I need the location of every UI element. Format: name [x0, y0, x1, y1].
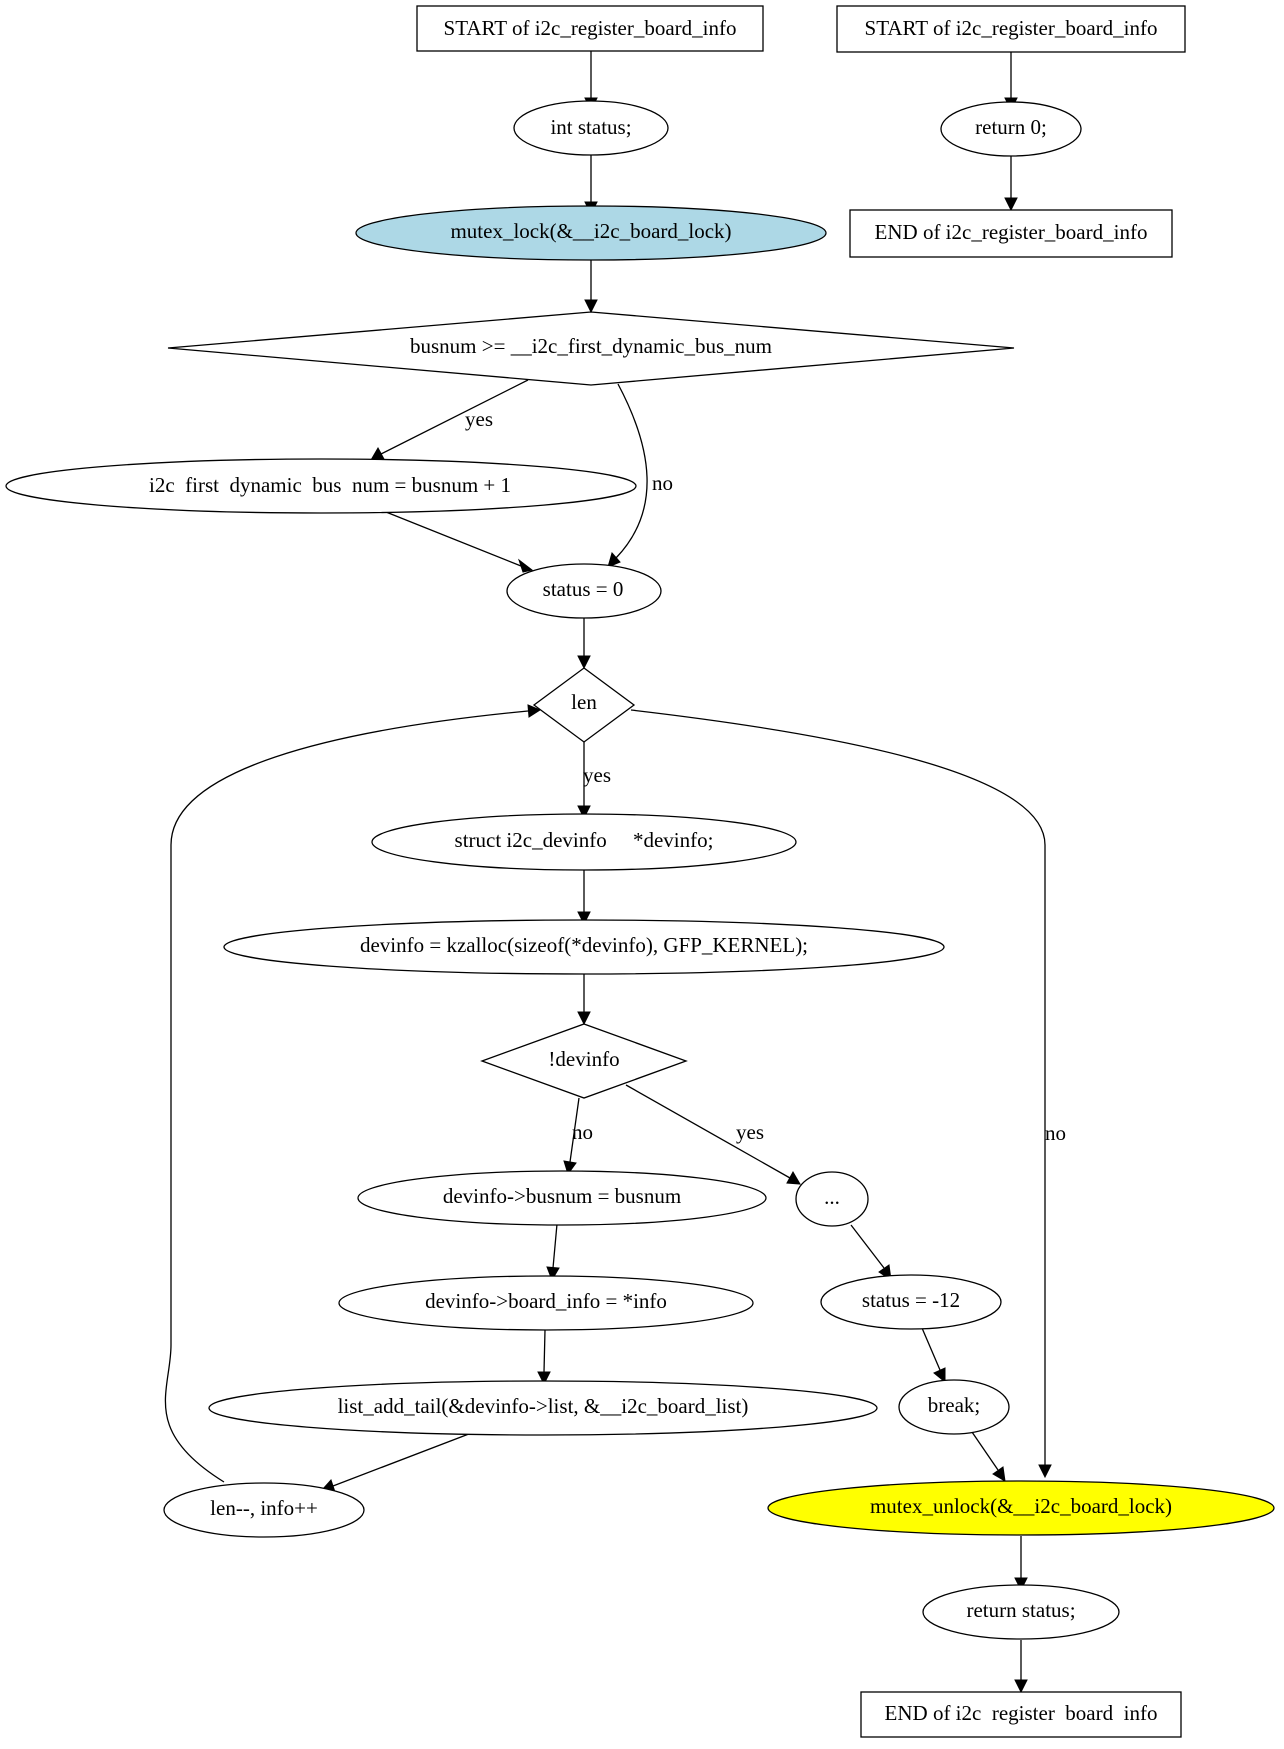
arrowhead: [1014, 1577, 1028, 1592]
edge-first-dyn-to-status-zero: [385, 511, 522, 567]
kzalloc-node-label: devinfo = kzalloc(sizeof(*devinfo), GFP_…: [360, 933, 808, 957]
edge-len-dec-loop-back: [164, 710, 529, 1483]
edge-list-add-to-len-dec: [332, 1431, 475, 1487]
status-zero-node-shape: [506, 563, 662, 619]
edge-label-busnum-no: no: [652, 471, 673, 495]
struct-devinfo-node-shape: [371, 813, 797, 871]
int-status-node-shape: [513, 100, 669, 156]
arrowhead: [1004, 197, 1018, 212]
edge-devinfo-no: [569, 1097, 580, 1163]
first-dynamic-node-shape: [5, 458, 637, 514]
arrowhead: [584, 299, 598, 314]
arrowhead: [577, 911, 591, 926]
end-node-box: [860, 1691, 1182, 1738]
arrowhead: [537, 1371, 551, 1386]
arrowhead: [992, 1466, 1006, 1482]
return-status-node-shape: [922, 1584, 1120, 1640]
mutex-unlock-node-shape: [767, 1480, 1275, 1536]
ellipsis-node-shape: [795, 1171, 869, 1227]
edge-label-len-no: no: [1045, 1121, 1066, 1145]
not-devinfo-label: !devinfo: [548, 1047, 619, 1071]
edge-ellipsis-to-status-neg: [850, 1224, 885, 1269]
edge-label-devinfo-no: no: [572, 1120, 593, 1144]
len-condition-diamond: [532, 667, 636, 743]
arrowhead: [786, 1170, 801, 1185]
arrowhead: [1038, 1464, 1052, 1479]
int-status-node-label: int status;: [550, 115, 631, 139]
list-add-node-shape: [208, 1380, 878, 1436]
len-condition-label: len: [571, 690, 597, 714]
arrowhead: [527, 704, 542, 718]
not-devinfo-diamond: [480, 1023, 688, 1099]
arrowhead: [577, 805, 591, 820]
edge-busnum-no: [615, 383, 648, 559]
status-zero-node-label: status = 0: [543, 577, 624, 601]
arrowhead: [577, 1011, 591, 1026]
end-node-label: END of i2c register board info: [885, 1701, 1158, 1725]
edge-label-len-yes: yes: [583, 763, 611, 787]
mutex-lock-node-label: mutex_lock(&__i2c_board_lock): [450, 219, 731, 243]
stub-end-node-box: [849, 209, 1173, 258]
break-node-label: break;: [928, 1393, 980, 1417]
kzalloc-node-shape: [223, 919, 945, 975]
set-board-info-node-shape: [338, 1275, 754, 1331]
ellipsis-node-label: ...: [824, 1185, 840, 1209]
arrowhead: [577, 655, 591, 670]
len-dec-node-shape: [163, 1482, 365, 1538]
start-node-label: START of i2c_register_board_info: [444, 16, 737, 40]
struct-devinfo-node-label: struct i2c_devinfo *devinfo;: [455, 828, 714, 852]
busnum-condition-diamond: [167, 311, 1015, 386]
edge-len-no: [630, 709, 1046, 1465]
edge-labels: yes no yes no no yes: [465, 407, 1066, 1145]
set-board-info-node-label: devinfo->board_info = *info: [425, 1289, 667, 1313]
stub-return-node-shape: [940, 101, 1082, 157]
edge-status-neg-to-break: [921, 1327, 941, 1371]
first-dynamic-node-label: i2c first dynamic bus num = busnum + 1: [149, 473, 511, 497]
edge-devinfo-yes: [625, 1084, 791, 1179]
status-neg-node-shape: [820, 1274, 1002, 1330]
mutex-unlock-node-label: mutex_unlock(&__i2c_board_lock): [870, 1494, 1172, 1518]
return-status-node-label: return status;: [966, 1598, 1075, 1622]
busnum-condition-label: busnum >= __i2c_first_dynamic_bus_num: [410, 334, 772, 358]
arrowhead: [933, 1367, 946, 1384]
start-node-box: [416, 5, 764, 52]
arrowhead: [1014, 1679, 1028, 1694]
arrowhead: [607, 551, 621, 568]
arrowhead: [546, 1266, 560, 1282]
nodes: START of i2c_register_board_info int sta…: [5, 5, 1275, 1738]
edge-set-busnum-to-board-info: [552, 1223, 558, 1269]
edge-label-devinfo-yes: yes: [736, 1120, 764, 1144]
edge-label-busnum-yes: yes: [465, 407, 493, 431]
edges: [164, 50, 1052, 1694]
stub-start-node-label: START of i2c_register_board_info: [865, 16, 1158, 40]
break-node-shape: [898, 1379, 1010, 1435]
mutex-lock-node-shape: [355, 205, 827, 261]
set-busnum-node-shape: [357, 1170, 767, 1226]
stub-return-node-label: return 0;: [975, 115, 1047, 139]
len-dec-node-label: len--, info++: [210, 1496, 318, 1520]
status-neg-node-label: status = -12: [862, 1288, 960, 1312]
stub-end-node-label: END of i2c_register_board_info: [875, 220, 1148, 244]
edge-busnum-yes: [380, 379, 529, 455]
arrowhead: [518, 558, 534, 573]
edge-board-info-to-list-add: [543, 1329, 546, 1373]
set-busnum-node-label: devinfo->busnum = busnum: [443, 1184, 681, 1208]
stub-start-node-box: [836, 5, 1186, 53]
edge-break-to-mutex-unlock: [971, 1431, 999, 1471]
list-add-node-label: list_add_tail(&devinfo->list, &__i2c_boa…: [338, 1394, 749, 1418]
